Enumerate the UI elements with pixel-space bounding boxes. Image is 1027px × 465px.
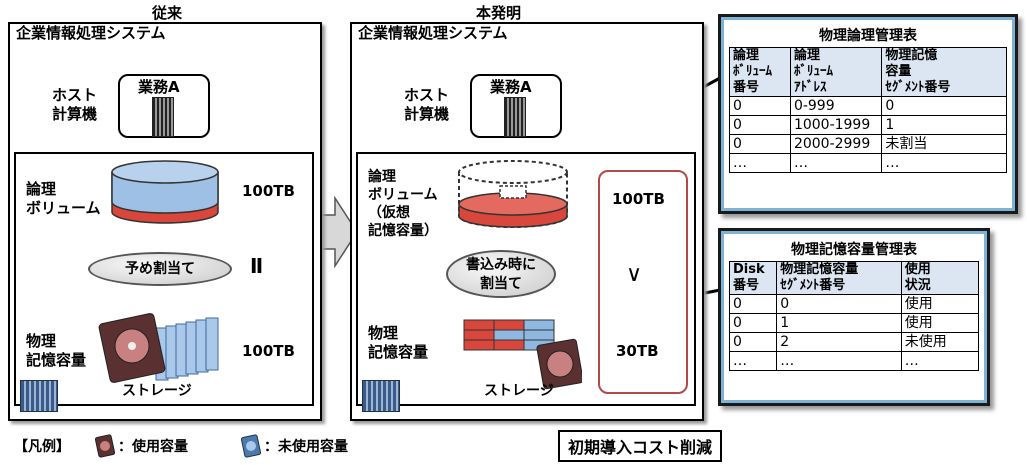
left-volume-cylinder-icon (111, 160, 219, 224)
table2-header: Disk 番号 (728, 261, 778, 295)
right-segments-icon (463, 319, 582, 390)
table-cell: … (789, 153, 883, 173)
right-physical-label: 物理 記憶容量 (368, 324, 429, 361)
greater-sign: ∨ (626, 262, 643, 287)
left-job-label: 業務A (138, 78, 180, 96)
table1-title: 物理論理管理表 (819, 28, 917, 44)
left-host-label: ホスト 計算機 (52, 86, 98, 123)
table-cell: 2 (776, 332, 902, 352)
left-heading: 従来 (152, 4, 183, 22)
table-cell: 未使用 (900, 332, 980, 352)
left-physical-label: 物理 記憶容量 (26, 332, 87, 369)
left-volume-size: 100TB (242, 182, 295, 200)
table-row: ……… (729, 153, 1007, 173)
table-cell: … (881, 153, 1007, 173)
right-system-label: 企業情報処理システム (358, 24, 508, 42)
left-system-label: 企業情報処理システム (16, 24, 166, 42)
legend-unused: ：未使用容量 (264, 439, 348, 455)
table-cell: 0-999 (789, 96, 883, 116)
table-cell: … (728, 351, 778, 371)
cost-reduction-label: 初期導入コスト削減 (558, 430, 723, 462)
right-volume-cylinder-icon (458, 160, 568, 228)
table-cell: 2000-2999 (789, 134, 883, 154)
unused-disk-icon (240, 434, 262, 458)
physical-logical-table-panel: 物理論理管理表 論理 ﾎﾞﾘｭｰﾑ 番号 論理 ﾎﾞﾘｭｰﾑ ｱﾄﾞﾚｽ 物理記… (718, 14, 1018, 214)
allocate-on-write-oval: 書込み時に 割当て (446, 250, 556, 298)
right-volume-label: 論理 ボリューム （仮想 記憶容量） (368, 169, 438, 239)
table1-header: 論理 ﾎﾞﾘｭｰﾑ 番号 (729, 47, 791, 97)
right-storage-label: ストレージ (484, 383, 554, 399)
server-icon-right (504, 97, 526, 137)
table2-title: 物理記憶容量管理表 (791, 242, 917, 258)
right-host-label: ホスト 計算機 (404, 86, 450, 123)
table-row: ……… (728, 351, 980, 371)
table-cell: … (776, 351, 902, 371)
table-cell: … (900, 351, 980, 371)
table-cell: 使用 (900, 294, 980, 314)
table-cell: 0 (729, 134, 791, 154)
right-job-label: 業務A (490, 78, 532, 96)
left-storage-label: ストレージ (122, 383, 192, 399)
table-cell: 使用 (900, 313, 980, 333)
table-cell: 0 (729, 96, 791, 116)
table-cell: 0 (728, 294, 778, 314)
legend-bracket: 【凡例】 (14, 439, 70, 455)
right-physical-size: 30TB (616, 342, 659, 360)
legend-used: ：使用容量 (118, 439, 188, 455)
table-cell: 0 (776, 294, 902, 314)
table2-header: 物理記憶容量 ｾｸﾞﾒﾝﾄ番号 (776, 261, 902, 295)
table-cell: 1 (881, 115, 1007, 135)
physical-logical-table: 論理 ﾎﾞﾘｭｰﾑ 番号 論理 ﾎﾞﾘｭｰﾑ ｱﾄﾞﾚｽ 物理記憶 容量 ｾｸﾞ… (729, 47, 1007, 173)
table-cell: 未割当 (881, 134, 1007, 154)
server-icon (152, 97, 174, 137)
table1-header: 物理記憶 容量 ｾｸﾞﾒﾝﾄ番号 (881, 47, 1007, 97)
table-cell: … (729, 153, 791, 173)
left-volume-label: 論理 ボリューム (26, 180, 101, 217)
table-cell: 0 (728, 332, 778, 352)
table-cell: 1000-1999 (789, 115, 883, 135)
cost-compare-box (598, 170, 688, 394)
preallocate-oval: 予め割当て (88, 252, 232, 286)
table-cell: 0 (728, 313, 778, 333)
storage-rack-icon (20, 380, 58, 412)
table-cell: 0 (881, 96, 1007, 116)
right-volume-size: 100TB (612, 190, 665, 208)
right-heading: 本発明 (476, 4, 522, 22)
table2-header: 使用 状況 (900, 261, 980, 295)
storage-rack-icon-right (362, 380, 400, 412)
table-cell: 0 (729, 115, 791, 135)
physical-capacity-table-panel: 物理記憶容量管理表 Disk 番号 物理記憶容量 ｾｸﾞﾒﾝﾄ番号 使用 状況 … (718, 228, 990, 406)
equals-sign: Ⅱ (250, 254, 264, 278)
left-physical-size: 100TB (242, 342, 295, 360)
table-cell: 1 (776, 313, 902, 333)
table1-header: 論理 ﾎﾞﾘｭｰﾑ ｱﾄﾞﾚｽ (789, 47, 883, 97)
used-disk-icon (94, 434, 116, 458)
left-disks-icon (98, 313, 219, 383)
